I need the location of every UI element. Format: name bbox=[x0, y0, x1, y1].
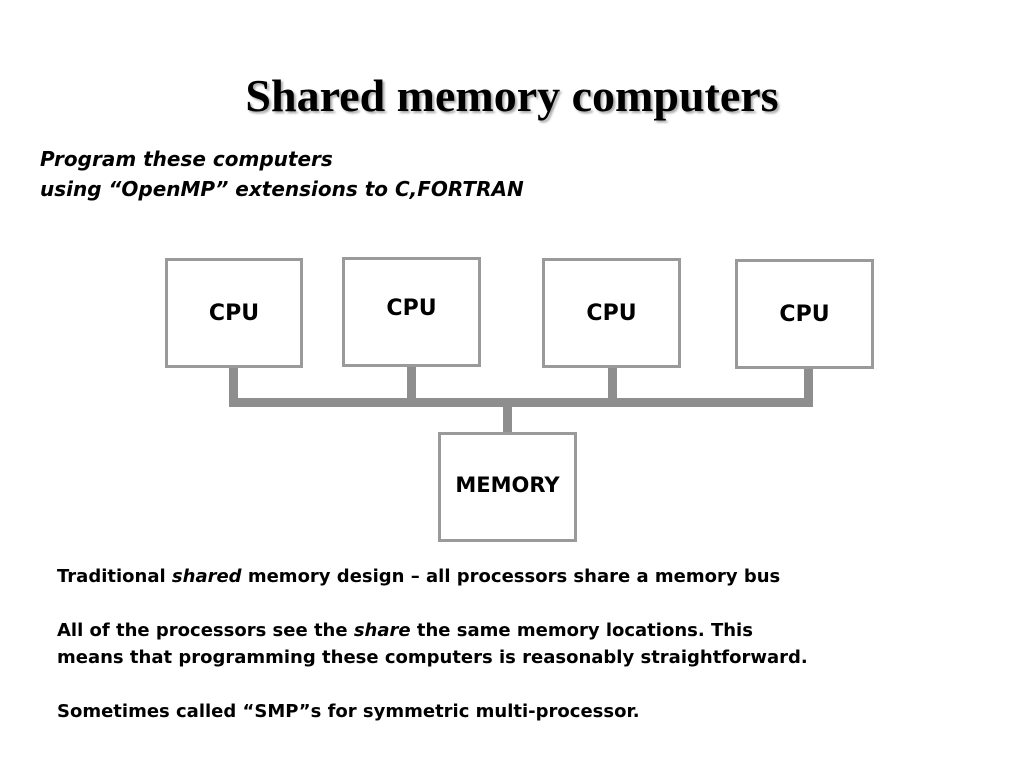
cpu-box-3: CPU bbox=[542, 258, 681, 368]
note-2-text-start: All of the processors see the bbox=[57, 620, 354, 641]
bus-drop-cpu-3 bbox=[608, 366, 617, 406]
bus-drop-cpu-1 bbox=[229, 366, 238, 406]
note-2-emphasis: share bbox=[353, 620, 411, 641]
memory-bus bbox=[229, 398, 813, 407]
note-1-emphasis: shared bbox=[171, 566, 242, 587]
note-2-text-end: the same memory locations. This bbox=[410, 620, 753, 641]
note-1-text-end: memory design – all processors share a m… bbox=[241, 566, 781, 587]
subtitle-line-2: using “OpenMP” extensions to C,FORTRAN bbox=[40, 177, 524, 201]
cpu-box-1: CPU bbox=[165, 258, 303, 368]
notes: Traditional shared memory design – all p… bbox=[57, 563, 1007, 725]
note-paragraph-1: Traditional shared memory design – all p… bbox=[57, 563, 1007, 590]
subtitle-line-1: Program these computers bbox=[40, 147, 333, 171]
note-2-line-2: means that programming these computers i… bbox=[57, 647, 808, 668]
note-paragraph-3: Sometimes called “SMP”s for symmetric mu… bbox=[57, 701, 640, 722]
note-paragraph-2: All of the processors see the share the … bbox=[57, 617, 1007, 671]
bus-drop-cpu-4 bbox=[804, 366, 813, 406]
cpu-box-4: CPU bbox=[735, 259, 874, 369]
note-1-text-start: Traditional bbox=[57, 566, 172, 587]
memory-box: MEMORY bbox=[438, 432, 577, 542]
bus-drop-cpu-2 bbox=[407, 366, 416, 406]
slide-subtitle: Program these computers using “OpenMP” e… bbox=[40, 144, 524, 204]
slide-title: Shared memory computers bbox=[245, 70, 779, 121]
bus-drop-memory bbox=[503, 398, 512, 436]
cpu-box-2: CPU bbox=[342, 257, 481, 367]
